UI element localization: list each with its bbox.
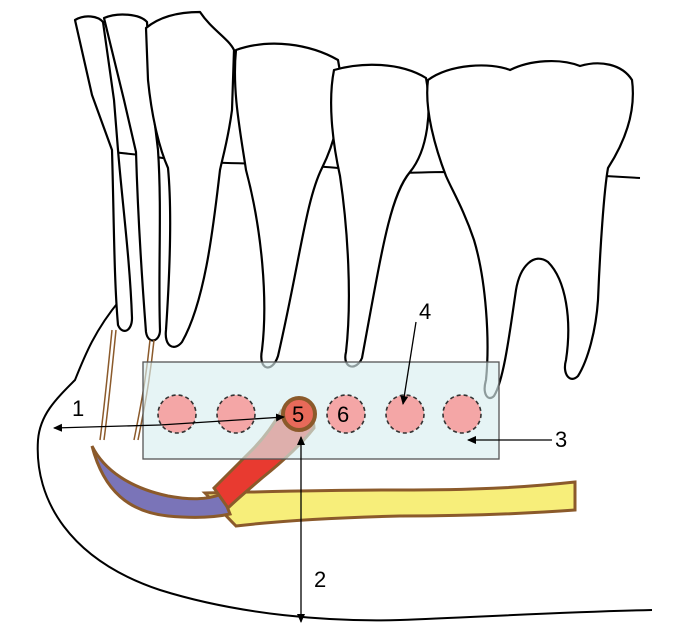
- incisor-canal-line-2: [103, 329, 117, 441]
- incisor-tooth-1: [73, 15, 134, 332]
- arrow-4: [400, 321, 417, 405]
- nerve-canal-yellow: [201, 480, 577, 528]
- label-4: 4: [419, 299, 431, 324]
- implant-circle-6: [326, 394, 366, 434]
- premolar-tooth-2: [330, 63, 430, 368]
- label-1: 1: [72, 396, 84, 421]
- arrow-1-right: [159, 413, 285, 426]
- molar-tooth: [426, 59, 634, 400]
- incisor-canal-line-1: [99, 329, 113, 441]
- mandible-outline: [36, 299, 653, 622]
- label-2: 2: [314, 567, 326, 592]
- label-5: 5: [292, 402, 304, 427]
- label-3: 3: [555, 427, 567, 452]
- implant-zone-rectangle: [142, 361, 500, 460]
- canine-tooth: [144, 10, 236, 348]
- nerve-canal-blue: [90, 445, 233, 519]
- premolar-tooth-1: [233, 42, 342, 369]
- implant-circle-5: [442, 394, 482, 434]
- incisor-tooth-2: [102, 13, 162, 342]
- implant-circle-4: [385, 394, 425, 434]
- arrow-1-left: [53, 423, 161, 432]
- implant-circle-2: [216, 394, 256, 434]
- implant-circle-1: [157, 394, 197, 434]
- label-6: 6: [337, 402, 349, 427]
